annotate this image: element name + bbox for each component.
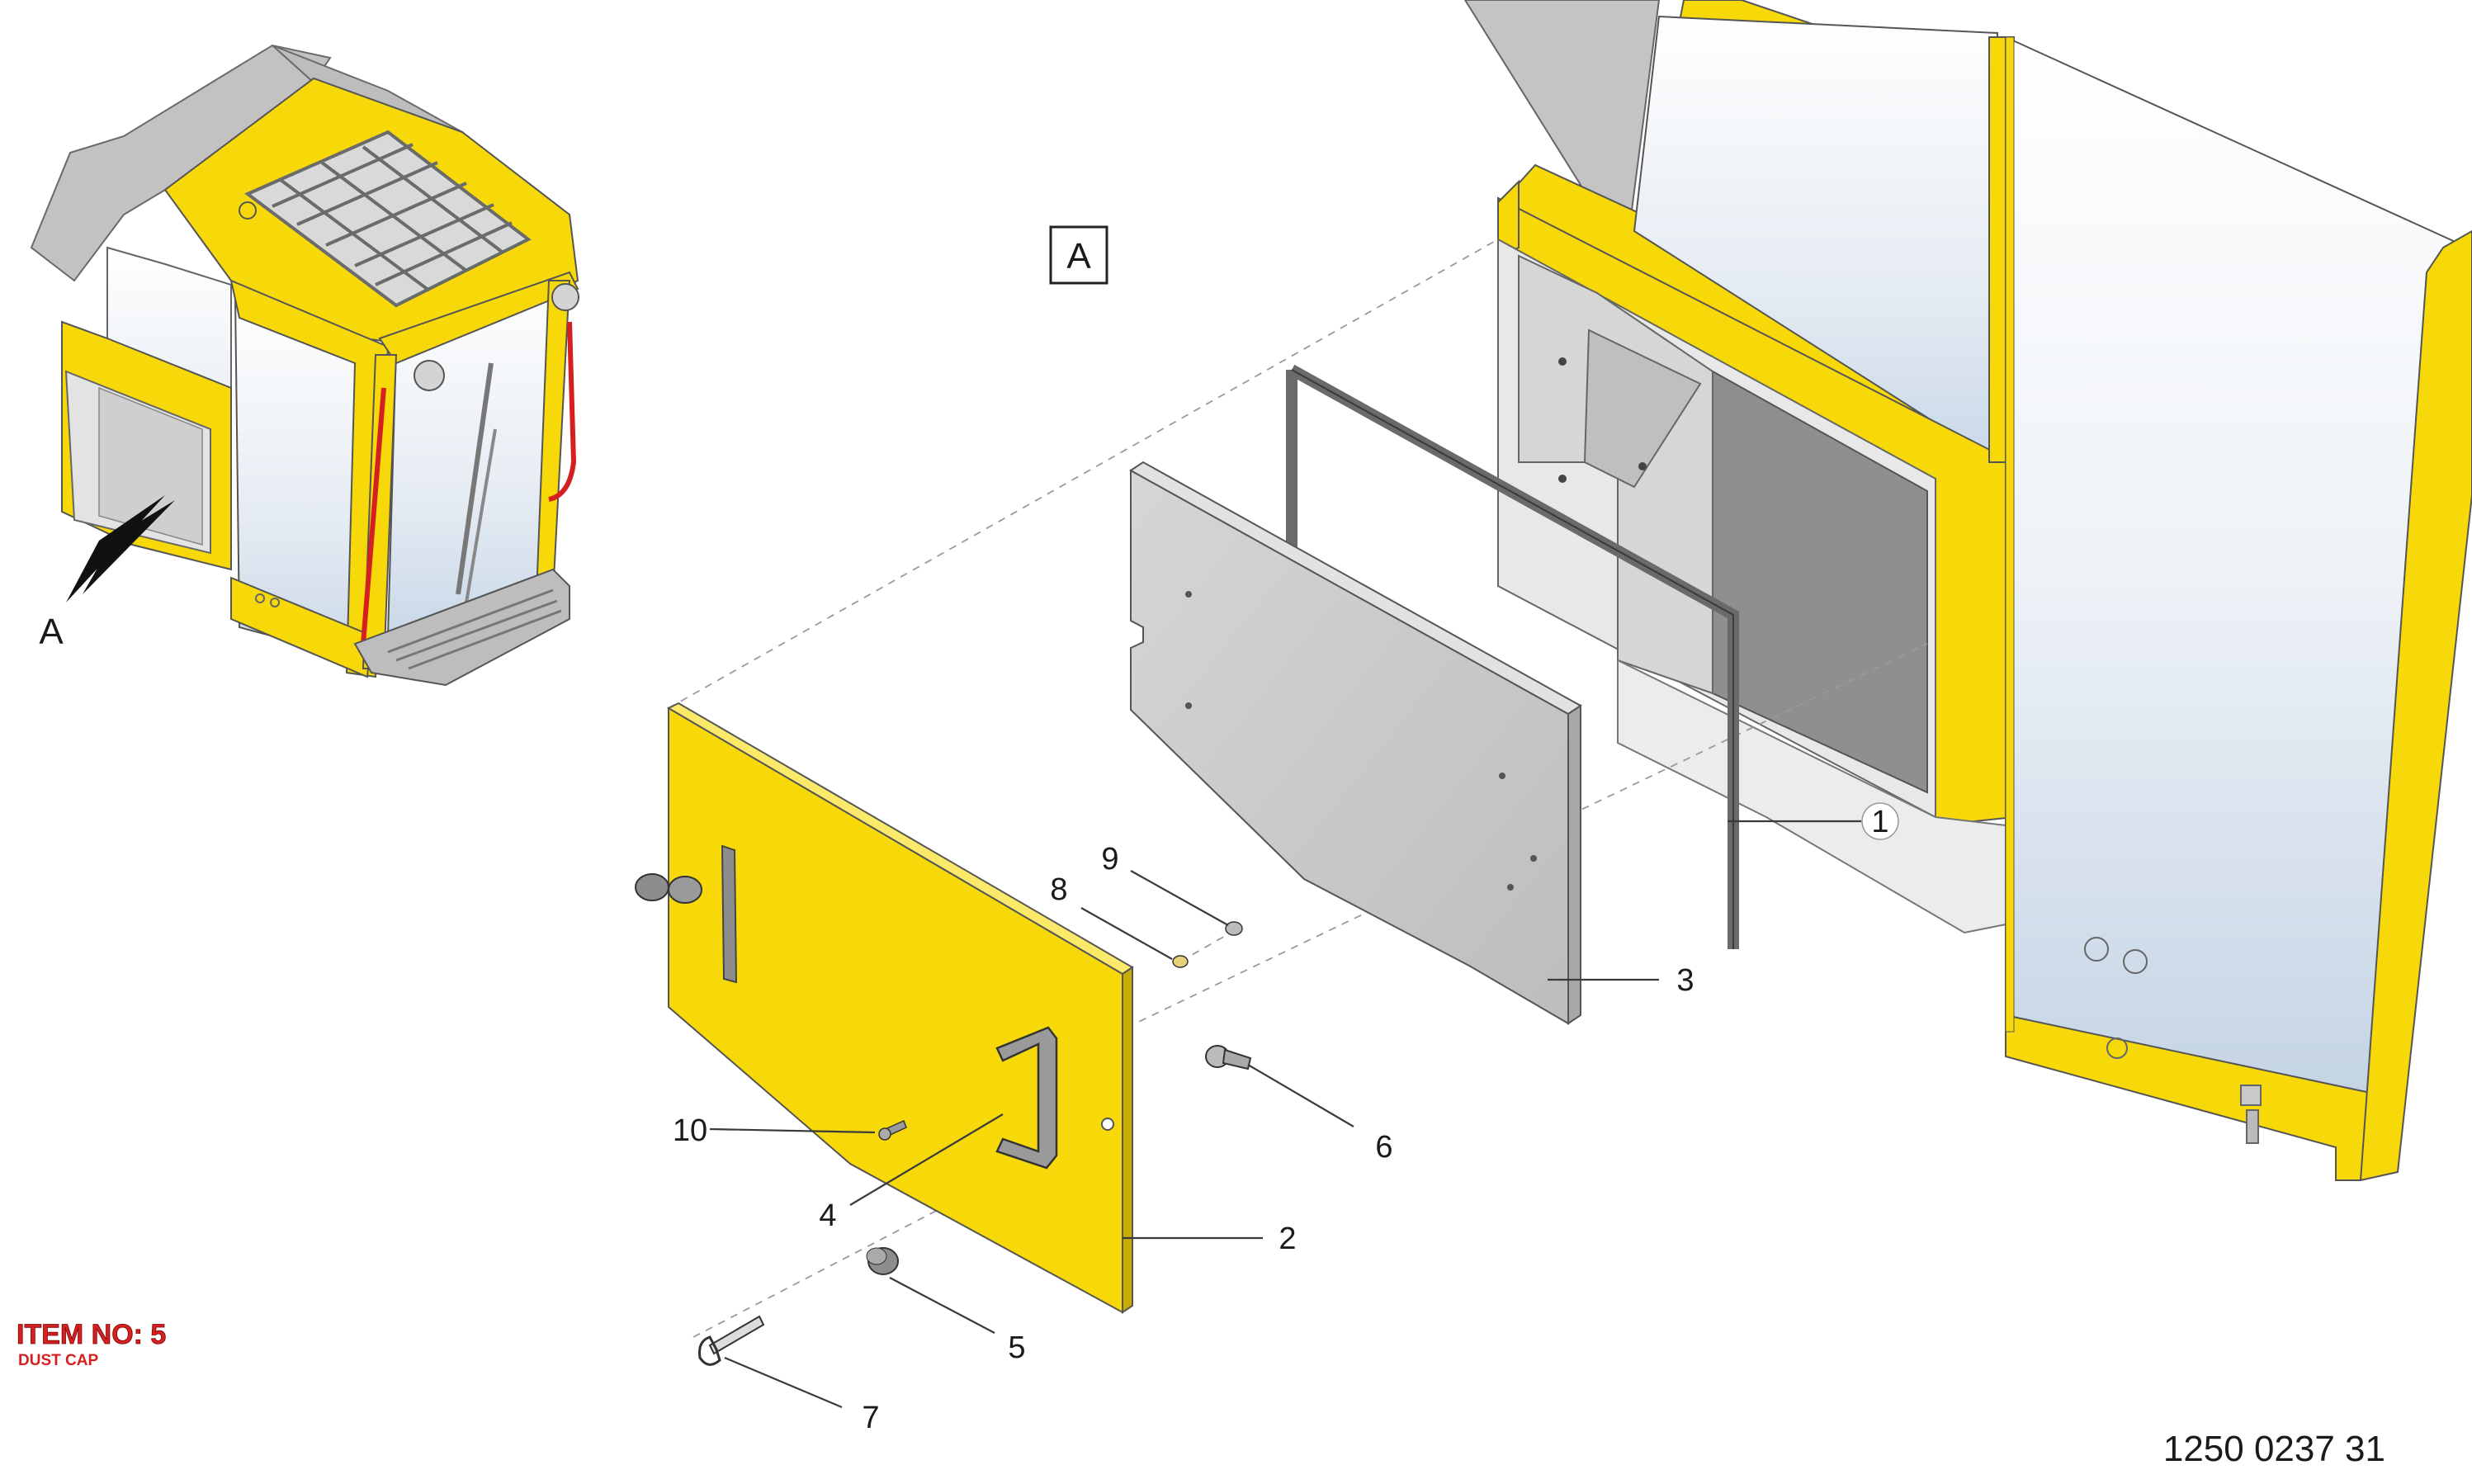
part-3-inner-panel (1129, 461, 1582, 1025)
item-number: ITEM NO: 5 (17, 1319, 166, 1350)
callout-4: 4 (819, 1198, 836, 1233)
section-arrow-label: A (39, 612, 64, 652)
callout-2: 2 (1279, 1222, 1296, 1256)
callout-3: 3 (1676, 963, 1694, 998)
part-7-key (698, 1315, 765, 1366)
callout-8: 8 (1050, 872, 1067, 907)
part-2-door (635, 702, 1134, 1314)
callout-5: 5 (1008, 1330, 1025, 1365)
callout-10: 10 (673, 1113, 707, 1148)
document-number: 1250 0237 31 (2163, 1429, 2385, 1469)
item-description: DUST CAP (18, 1352, 98, 1369)
part-8-washer (1172, 955, 1189, 968)
callout-7: 7 (862, 1401, 879, 1435)
cab-overview: A (30, 44, 579, 687)
part-10-screw (878, 1119, 907, 1141)
view-label-text: A (1066, 236, 1091, 276)
part-9-nut (1225, 921, 1243, 936)
callout-1: 1 (1871, 805, 1888, 839)
view-label-box: A (1049, 225, 1108, 285)
part-5-dust-cap (866, 1247, 899, 1275)
part-6-lock (1205, 1045, 1252, 1070)
part-4-handle (995, 1026, 1058, 1170)
callout-labels: 1 2 3 4 5 6 7 8 9 10 (673, 805, 1889, 1435)
leader-lines (709, 802, 1899, 1409)
cab-detail-view (1463, 0, 2472, 1182)
callout-9: 9 (1101, 842, 1118, 877)
part-1-seal (1286, 364, 1739, 949)
roof-hatch (244, 130, 532, 308)
item-info: ITEM NO: 5 DUST CAP (17, 1319, 167, 1369)
callout-6: 6 (1375, 1130, 1392, 1165)
